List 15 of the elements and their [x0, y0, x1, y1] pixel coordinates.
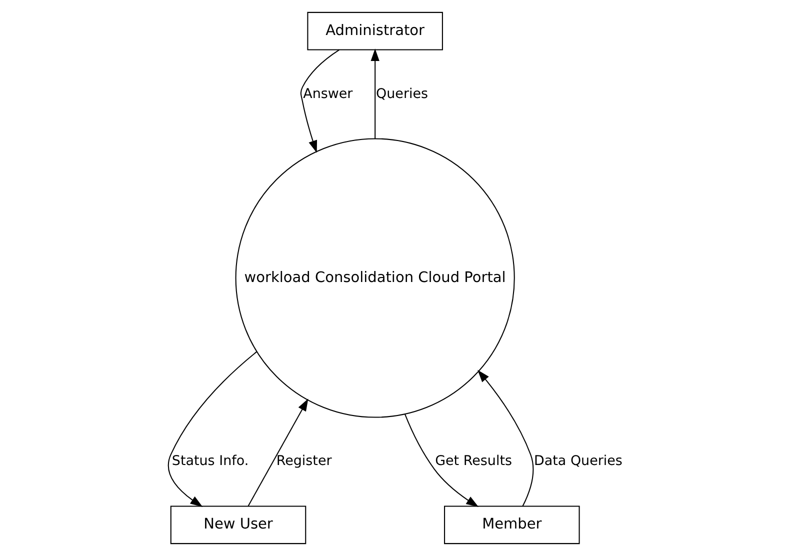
- edge-label: Data Queries: [534, 453, 622, 470]
- arrow: [404, 414, 479, 508]
- arrow: [300, 50, 340, 153]
- edge-label: Queries: [376, 86, 428, 102]
- node-box: Member: [444, 506, 580, 544]
- arrow: [248, 398, 308, 506]
- arrow: [168, 351, 258, 507]
- node-box: New User: [170, 506, 306, 544]
- arrow: [478, 370, 534, 506]
- edge-label: Status Info.: [172, 453, 249, 470]
- edge-label: Register: [276, 453, 332, 470]
- node-box: Administrator: [307, 12, 443, 50]
- edge-label: Get Results: [435, 453, 512, 470]
- edge-label: Answer: [303, 86, 353, 102]
- arrow: [370, 48, 380, 139]
